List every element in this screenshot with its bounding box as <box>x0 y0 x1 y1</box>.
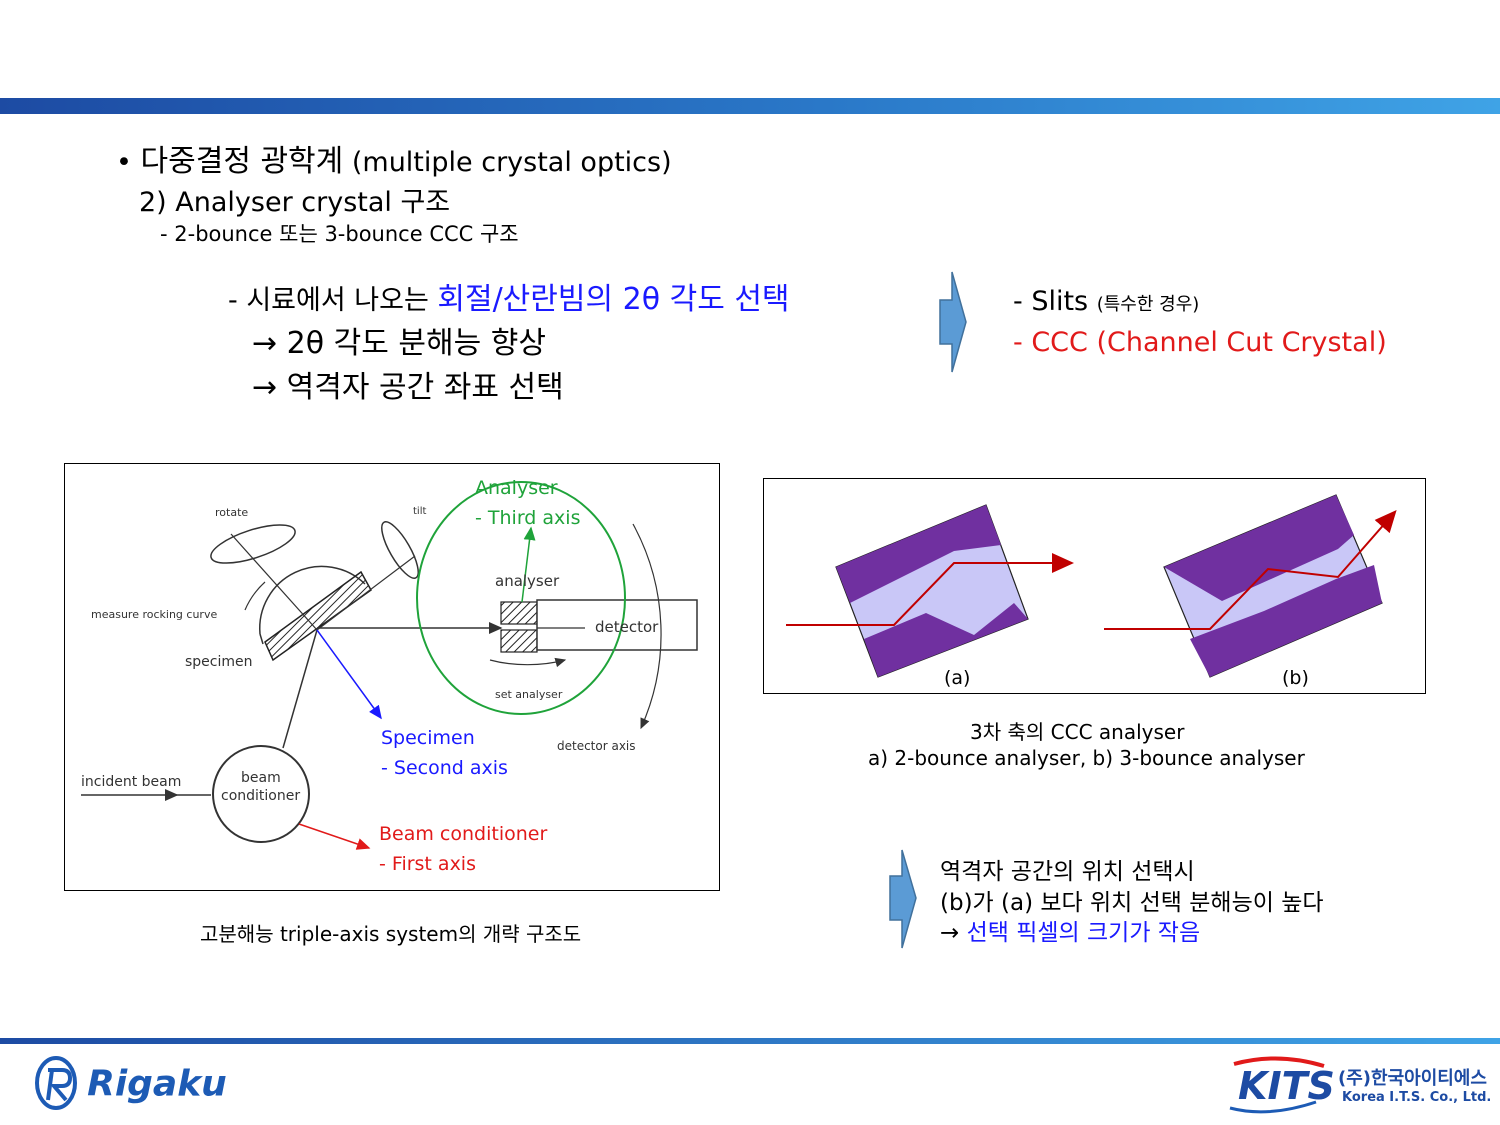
label-incident-beam: incident beam <box>81 774 181 790</box>
label-detector-axis: detector axis <box>557 739 636 753</box>
triple-axis-diagram: rotate tilt measure rocking curve specim… <box>64 463 720 891</box>
slits-label: - Slits <box>1013 286 1089 317</box>
selection-prefix: - 시료에서 나오는 <box>228 285 438 316</box>
diagram1-caption: 고분해능 triple-axis system의 개략 구조도 <box>200 922 582 946</box>
subtitle: 2) Analyser crystal 구조 <box>139 187 451 218</box>
diagram2-caption-2: a) 2-bounce analyser, b) 3-bounce analys… <box>868 746 1305 770</box>
ccc-drawing: (a) (b) <box>786 494 1397 689</box>
arrow-right-icon-2 <box>889 849 917 949</box>
crystal-a <box>786 504 1074 678</box>
label-beam: beam <box>241 770 281 786</box>
ann-specimen-2: - Second axis <box>381 757 508 779</box>
rigaku-wordmark: Rigaku <box>87 1063 227 1105</box>
label-a: (a) <box>944 667 970 689</box>
ann-beam-1: Beam conditioner <box>379 823 547 845</box>
rigaku-emblem-icon <box>35 1056 77 1110</box>
subtitle-2: - 2-bounce 또는 3-bounce CCC 구조 <box>160 222 519 246</box>
selection-line-3: → 역격자 공간 좌표 선택 <box>252 370 564 405</box>
ann-analyser-1: Analyser <box>475 477 558 499</box>
label-conditioner: conditioner <box>221 788 300 804</box>
label-set-analyser: set analyser <box>495 688 563 701</box>
selection-line-2: → 2θ 각도 분해능 향상 <box>252 326 546 361</box>
selection-highlight: 회절/산란빔의 2θ 각도 선택 <box>437 282 790 317</box>
note-line-3: → 선택 픽셀의 크기가 작음 <box>940 913 1200 947</box>
crystal-b <box>1104 494 1397 678</box>
diagram2-caption-1: 3차 축의 CCC analyser <box>970 720 1185 744</box>
label-detector: detector <box>595 618 659 636</box>
kits-swoosh-icon <box>1229 1056 1325 1114</box>
arrow-right-icon <box>939 271 967 373</box>
slits-note: (특수한 경우) <box>1096 294 1200 315</box>
label-b: (b) <box>1282 667 1309 689</box>
option-slits: - Slits (특수한 경우) <box>1013 286 1199 317</box>
company-english: Korea I.T.S. Co., Ltd. <box>1342 1090 1492 1105</box>
note-line-2: (b)가 (a) 보다 위치 선택 분해능이 높다 <box>940 890 1324 916</box>
company-korean: (주)한국아이티에스 <box>1338 1068 1487 1089</box>
label-rotate: rotate <box>215 506 248 519</box>
selection-line-1: - 시료에서 나오는 회절/산란빔의 2θ 각도 선택 <box>228 274 790 318</box>
note-line-1: 역격자 공간의 위치 선택시 <box>940 859 1195 885</box>
ann-specimen-1: Specimen <box>381 727 475 749</box>
ann-analyser-2: - Third axis <box>475 507 580 529</box>
label-tilt: tilt <box>413 506 426 517</box>
note-arrow: → <box>940 920 967 946</box>
footer-band <box>0 1038 1500 1044</box>
triple-axis-drawing: rotate tilt measure rocking curve specim… <box>81 477 698 875</box>
ccc-analyser-diagram: (a) (b) <box>763 478 1426 694</box>
label-specimen: specimen <box>185 654 253 670</box>
kits-wordmark: KITS <box>1238 1064 1335 1108</box>
bullet-dot: • <box>116 147 141 178</box>
label-analyser: analyser <box>495 572 560 590</box>
title-english: (multiple crystal optics) <box>351 147 672 178</box>
bullet-title: • 다중결정 광학계 (multiple crystal optics) <box>116 136 672 180</box>
header-band <box>0 98 1500 114</box>
rigaku-logo: Rigaku <box>34 1056 227 1112</box>
note-highlight: 선택 픽셀의 크기가 작음 <box>966 920 1201 946</box>
ann-beam-2: - First axis <box>379 853 476 875</box>
title-korean: 다중결정 광학계 <box>140 144 344 179</box>
label-measure: measure rocking curve <box>91 608 217 621</box>
option-ccc: - CCC (Channel Cut Crystal) <box>1013 327 1387 358</box>
